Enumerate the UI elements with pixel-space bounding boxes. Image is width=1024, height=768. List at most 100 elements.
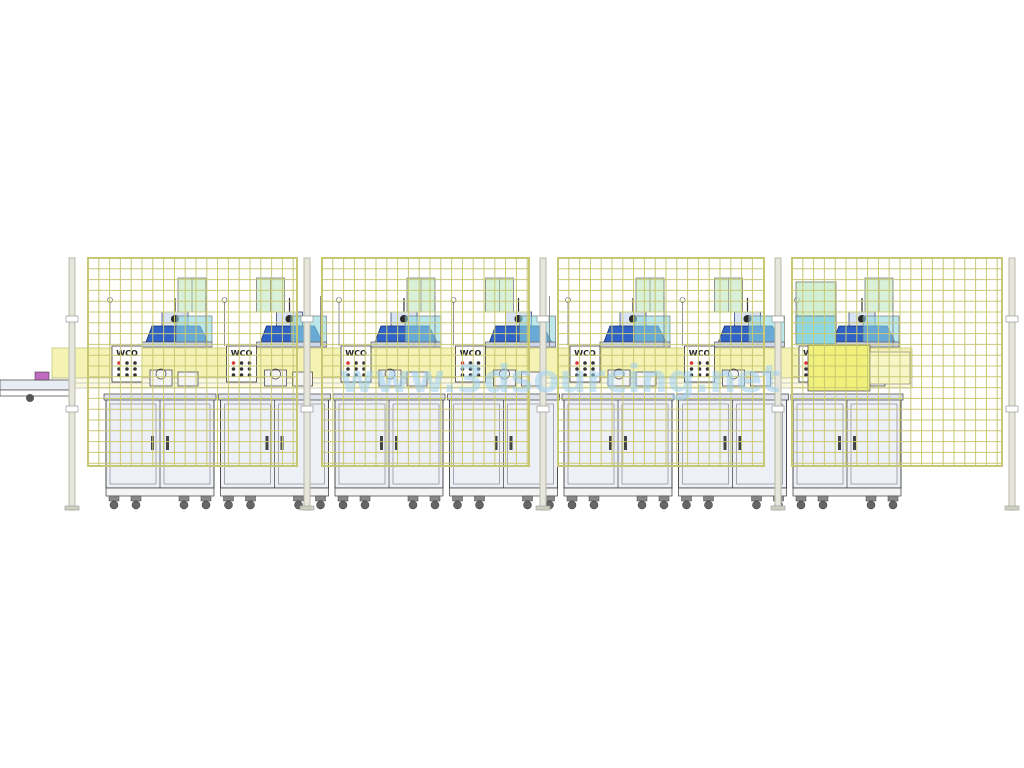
- fixture: [177, 371, 199, 387]
- fence-bracket: [65, 405, 79, 413]
- door-handle-left: [380, 436, 383, 450]
- station-label: WCO: [231, 349, 253, 358]
- panel-button: [689, 373, 694, 377]
- door-handle-left: [494, 436, 498, 450]
- panel-button: [468, 373, 473, 377]
- cabinet-base: [792, 487, 902, 497]
- caster-wheel: [796, 500, 806, 510]
- fixture-disc: [155, 368, 167, 380]
- panel-button: [354, 373, 358, 377]
- door-handle-left: [838, 436, 841, 450]
- fence-post-foot: [1004, 505, 1020, 511]
- caster-wheel: [246, 500, 255, 510]
- panel-button: [117, 361, 121, 365]
- fixture-disc: [499, 368, 510, 380]
- cabinet-door-left: [567, 403, 615, 485]
- door-handle-right: [738, 436, 742, 450]
- caster-bracket: [337, 495, 349, 502]
- guide-post-cap: [679, 297, 686, 303]
- panel-button: [231, 373, 236, 377]
- station-label: WCO: [460, 349, 482, 358]
- panel-button: [239, 367, 244, 371]
- cabinet-base: [105, 487, 215, 497]
- caster-wheel: [704, 500, 713, 510]
- caster-bracket: [681, 495, 692, 502]
- cyan-housing: [404, 315, 442, 343]
- door-handle-right: [166, 436, 169, 450]
- caster-wheel: [316, 500, 325, 510]
- fence-post-foot: [299, 505, 315, 511]
- door-handle-right: [395, 436, 398, 450]
- fixture: [722, 369, 745, 387]
- fixture: [493, 369, 516, 387]
- cabinet-door-left: [682, 403, 729, 485]
- caster-wheel: [360, 500, 370, 510]
- fence-frame: [557, 257, 765, 467]
- caster-wheel: [752, 500, 761, 510]
- cabinet-base: [563, 487, 673, 497]
- panel-button: [117, 373, 121, 377]
- door-handle-left: [723, 436, 727, 450]
- cabinet-base: [220, 487, 329, 497]
- fixture-disc: [728, 368, 739, 380]
- guide-post-cap: [336, 297, 342, 303]
- caster-wheel: [430, 500, 440, 510]
- caster-bracket: [130, 495, 142, 502]
- panel-button: [583, 361, 587, 365]
- caster-bracket: [751, 495, 762, 502]
- panel-button: [476, 367, 481, 371]
- fence-post: [1008, 257, 1016, 511]
- panel-button: [133, 367, 137, 371]
- cabinet-door-right: [278, 403, 325, 485]
- caster-wheel: [408, 500, 418, 510]
- fence-bracket: [536, 315, 550, 323]
- caster-wheel: [818, 500, 828, 510]
- cabinet-door-right: [621, 403, 669, 485]
- caster-bracket: [315, 495, 326, 502]
- fence-bracket: [300, 405, 314, 413]
- cabinet-door-left: [453, 403, 500, 485]
- caster-bracket: [887, 495, 899, 502]
- fence-post-foot: [64, 505, 80, 511]
- panel-button: [239, 373, 244, 377]
- cabinet-base: [334, 487, 444, 497]
- caster-wheel: [659, 500, 669, 510]
- fixture: [378, 369, 402, 387]
- fixture: [635, 371, 657, 387]
- fence-bracket: [771, 405, 785, 413]
- panel-button: [583, 367, 587, 371]
- cabinet-base: [678, 487, 787, 497]
- caster-bracket: [588, 495, 600, 502]
- panel-button: [804, 367, 808, 371]
- panel-button: [705, 361, 710, 365]
- caster-wheel: [179, 500, 189, 510]
- fixture: [406, 371, 428, 387]
- caster-bracket: [865, 495, 877, 502]
- door-handle-left: [265, 436, 269, 450]
- station-label: WCO: [574, 349, 596, 358]
- fence-panel-2: [321, 257, 530, 467]
- cabinet-top: [790, 393, 904, 401]
- fence-post-foot: [770, 505, 786, 511]
- cabinet-door-left: [796, 403, 844, 485]
- panel-button: [346, 367, 350, 371]
- caster-bracket: [522, 495, 533, 502]
- panel-button: [133, 373, 137, 377]
- fence-panel-4: [791, 257, 1003, 467]
- panel-button: [354, 361, 358, 365]
- caster-wheel: [589, 500, 599, 510]
- panel-button: [468, 367, 473, 371]
- fence-post: [303, 257, 311, 511]
- cabinet-door-right: [850, 403, 898, 485]
- cyan-housing: [633, 315, 671, 343]
- caster-bracket: [474, 495, 485, 502]
- fixture: [607, 369, 631, 387]
- caster-bracket: [293, 495, 304, 502]
- panel-button: [804, 373, 808, 377]
- caster-bracket: [407, 495, 419, 502]
- panel-button: [575, 361, 579, 365]
- cabinet-door-right: [736, 403, 783, 485]
- safety-fence: [64, 257, 1020, 511]
- panel-button: [476, 361, 481, 365]
